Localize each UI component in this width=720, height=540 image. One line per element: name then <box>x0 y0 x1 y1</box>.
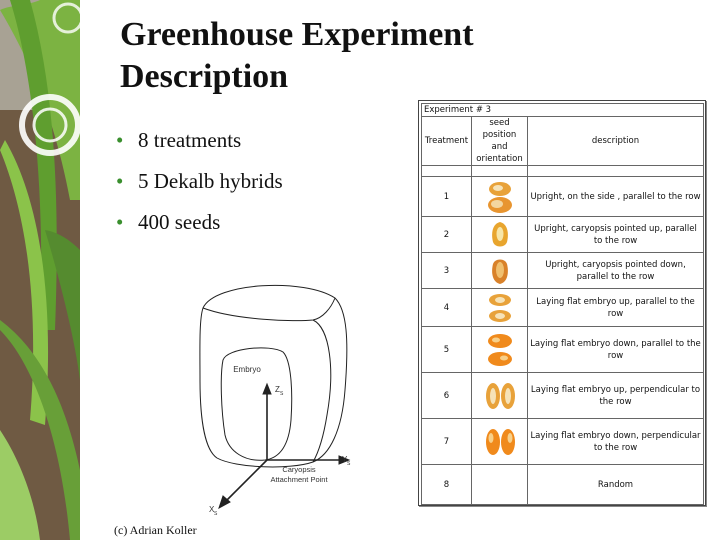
bullet-item: • 400 seeds <box>116 210 283 234</box>
corn-kernel-perp-up-icon <box>485 382 515 409</box>
table-row: 5 Laying flat embryo down, parallel to t… <box>421 326 704 373</box>
table-spacer-row <box>421 165 704 177</box>
corn-kernel-side-icon <box>487 181 512 213</box>
header-description: description <box>527 116 704 166</box>
x-axis-label: X <box>209 505 215 514</box>
treatment-number: 7 <box>421 418 472 465</box>
treatment-description: Laying flat embryo down, parallel to the… <box>527 326 704 373</box>
treatment-number: 1 <box>421 176 472 217</box>
slide-title: Greenhouse Experiment Description <box>120 14 680 98</box>
bullet-text: 400 seeds <box>138 210 221 234</box>
table-header-row: Treatment seed position and orientation … <box>421 116 704 166</box>
corn-leaf-photo <box>0 0 80 540</box>
treatment-number: 6 <box>421 372 472 419</box>
table-title-row: Experiment # 3 <box>421 103 704 117</box>
treatment-number: 2 <box>421 216 472 253</box>
treatment-description: Upright, caryopsis pointed up, parallel … <box>527 216 704 253</box>
z-axis-subscript: S <box>280 391 284 397</box>
bullet-icon: • <box>116 210 124 234</box>
seed-image-cell <box>471 418 528 465</box>
seed-image-cell <box>471 216 528 253</box>
bullet-item: • 8 treatments <box>116 128 283 152</box>
kernel-top-ridge <box>202 297 336 322</box>
bullet-text: 5 Dekalb hybrids <box>138 169 283 193</box>
x-axis-arrow <box>218 495 231 510</box>
seed-image-cell <box>471 252 528 289</box>
seed-image-cell <box>471 464 528 505</box>
seed-image-cell <box>471 176 528 217</box>
y-axis-subscript: S <box>347 461 351 467</box>
table-row: 8 Random <box>421 464 704 505</box>
header-seed-line-2: position and <box>482 130 517 152</box>
bullet-item: • 5 Dekalb hybrids <box>116 169 283 193</box>
y-axis-arrow <box>338 455 351 465</box>
treatment-number: 3 <box>421 252 472 289</box>
z-axis-label: Z <box>275 385 280 394</box>
treatment-description: Upright, caryopsis pointed down, paralle… <box>527 252 704 289</box>
x-axis-line <box>224 459 268 503</box>
y-axis-label: Y <box>342 455 348 464</box>
bullet-icon: • <box>116 128 124 152</box>
corn-kernel-up-icon <box>491 221 508 246</box>
treatment-description: Upright, on the side , parallel to the r… <box>527 176 704 217</box>
treatment-number: 4 <box>421 288 472 327</box>
table-row: 6 Laying flat embryo up, perpendicular t… <box>421 372 704 419</box>
bullet-text: 8 treatments <box>138 128 242 152</box>
treatment-description: Random <box>527 464 704 505</box>
treatment-description: Laying flat embryo up, perpendicular to … <box>527 372 704 419</box>
corn-kernel-flat-up-icon <box>488 293 511 322</box>
embryo-label: Embryo <box>233 365 261 374</box>
z-axis-arrow <box>262 382 272 395</box>
kernel-coordinate-diagram: Embryo Z S Y S X S Caryopsis Attachment … <box>199 284 351 517</box>
title-line-1: Greenhouse Experiment <box>120 16 474 53</box>
corn-kernel-flat-down-icon <box>487 333 512 366</box>
corn-kernel-perp-down-icon <box>485 428 515 455</box>
header-seed-position: seed position and orientation <box>471 116 528 166</box>
experiment-table: Experiment # 3 Treatment seed position a… <box>421 103 704 505</box>
table-row: 7 Laying flat embryo down, perpendicular… <box>421 418 704 465</box>
title-line-2: Description <box>120 58 289 95</box>
seed-image-cell <box>471 288 528 327</box>
table-row: 1 Upright, on the side , parallel to the… <box>421 176 704 217</box>
x-axis-subscript: S <box>214 511 218 517</box>
attachment-label-line-2: Attachment Point <box>270 475 328 484</box>
header-seed-line-3: orientation <box>476 154 523 164</box>
table-row: 2 Upright, caryopsis pointed up, paralle… <box>421 216 704 253</box>
treatment-description: Laying flat embryo down, perpendicular t… <box>527 418 704 465</box>
bullet-icon: • <box>116 169 124 193</box>
credit-text: (c) Adrian Koller <box>114 523 197 537</box>
corn-kernel-down-icon <box>491 259 508 284</box>
seed-image-cell <box>471 326 528 373</box>
treatment-number: 8 <box>421 464 472 505</box>
kernel-outline <box>199 284 348 468</box>
table-row: 4 Laying flat embryo up, parallel to the… <box>421 288 704 327</box>
experiment-title: Experiment # 3 <box>421 103 704 117</box>
attachment-label-line-1: Caryopsis <box>282 465 316 474</box>
kernel-inner-ridge <box>312 319 332 463</box>
table-row: 3 Upright, caryopsis pointed down, paral… <box>421 252 704 289</box>
treatment-number: 5 <box>421 326 472 373</box>
seed-image-cell <box>471 372 528 419</box>
header-seed-line-1: seed <box>489 118 510 128</box>
bullet-list: • 8 treatments • 5 Dekalb hybrids • 400 see… <box>116 128 283 251</box>
embryo-outline <box>220 347 293 461</box>
experiment-table-frame: Experiment # 3 Treatment seed position a… <box>418 100 706 506</box>
treatment-description: Laying flat embryo up, parallel to the r… <box>527 288 704 327</box>
header-treatment: Treatment <box>421 116 472 166</box>
